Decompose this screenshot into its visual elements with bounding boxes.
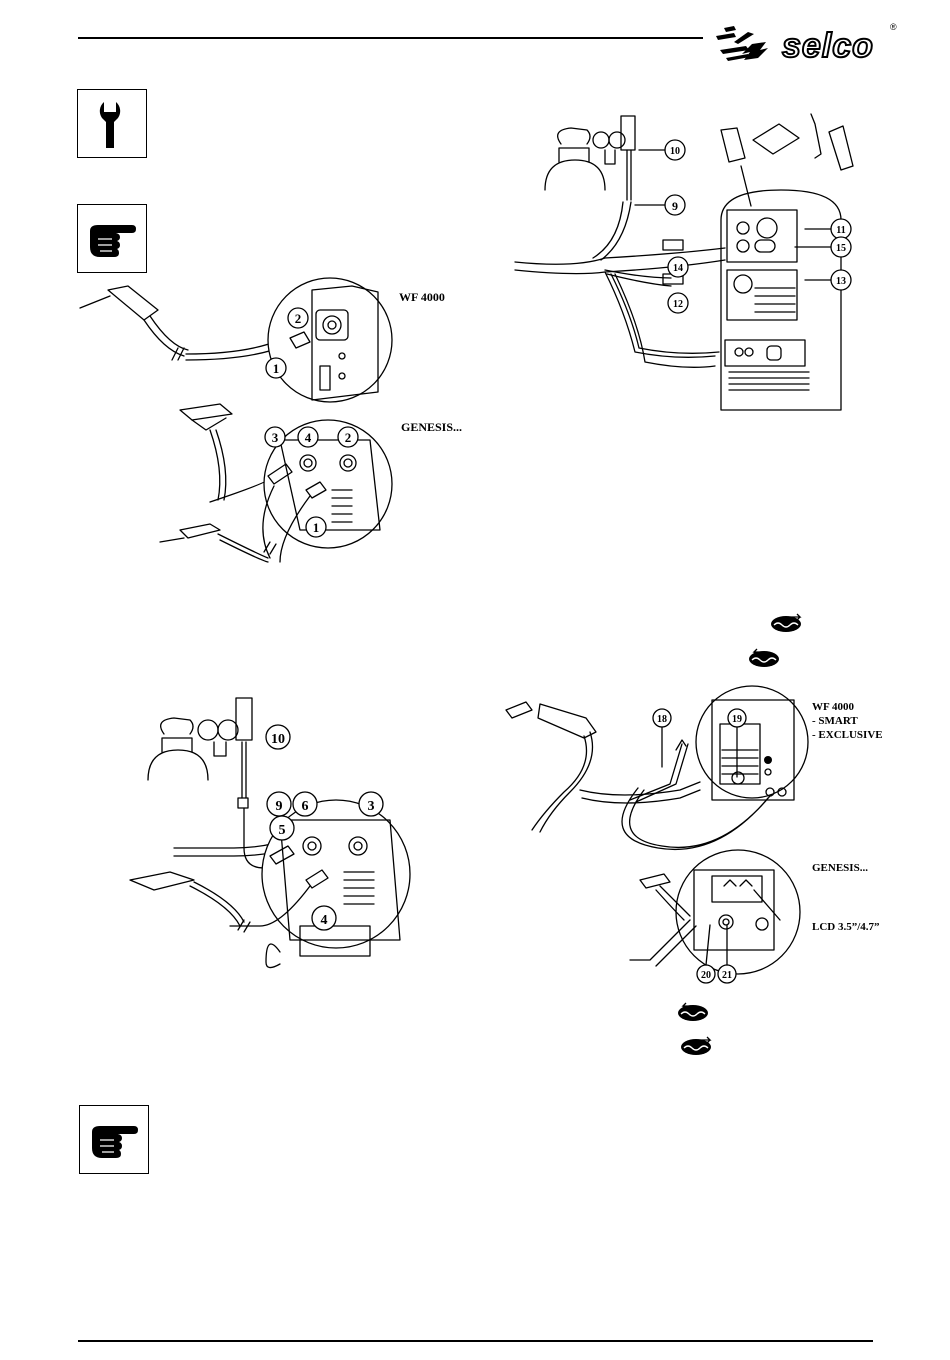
svg-text:6: 6 xyxy=(302,799,309,814)
brand-wordmark: selco xyxy=(782,26,874,66)
brand-logo: selco ® xyxy=(712,22,902,70)
callout-1: 1 xyxy=(266,358,286,378)
svg-text:2: 2 xyxy=(295,311,302,326)
svg-text:2: 2 xyxy=(345,430,352,445)
svg-text:10: 10 xyxy=(271,732,285,747)
callout-10: 10 xyxy=(665,140,685,160)
wf4000-label-2: WF 4000 xyxy=(812,700,854,714)
callout-13: 13 xyxy=(831,270,851,290)
svg-text:4: 4 xyxy=(321,913,328,928)
water-cooling-in-icon xyxy=(748,648,782,668)
callout-1b: 1 xyxy=(306,517,326,537)
svg-text:10: 10 xyxy=(670,146,680,157)
water-cooling-out-icon xyxy=(680,1036,714,1056)
svg-text:21: 21 xyxy=(722,970,732,981)
pointing-hand-icon xyxy=(78,205,146,272)
svg-text:12: 12 xyxy=(673,299,683,310)
note-hand-icon-box-2 xyxy=(79,1105,149,1174)
callout-3: 3 xyxy=(359,792,383,816)
callout-2: 2 xyxy=(288,308,308,328)
mig-gas-connection-diagram: 10 9 6 3 5 4 xyxy=(130,690,415,980)
callout-4: 4 xyxy=(298,427,318,447)
svg-text:20: 20 xyxy=(701,970,711,981)
callout-6: 6 xyxy=(293,792,317,816)
water-cooling-out-icon xyxy=(770,613,804,633)
note-hand-icon-box xyxy=(77,204,147,273)
wf4000-label: WF 4000 xyxy=(399,290,445,304)
callout-21: 21 xyxy=(718,965,736,983)
callout-19: 19 xyxy=(728,709,746,727)
callout-10: 10 xyxy=(266,725,290,749)
genesis-label: GENESIS... xyxy=(401,420,462,434)
svg-text:11: 11 xyxy=(836,225,845,236)
svg-text:15: 15 xyxy=(836,243,846,254)
registered-mark: ® xyxy=(890,22,897,32)
callout-12: 12 xyxy=(668,293,688,313)
callout-4: 4 xyxy=(312,906,336,930)
water-cooling-in-icon xyxy=(677,1002,711,1022)
header-rule xyxy=(78,37,703,39)
callout-11: 11 xyxy=(831,219,851,239)
callout-2b: 2 xyxy=(338,427,358,447)
footer-rule xyxy=(78,1340,873,1342)
genesis-label-2: GENESIS... xyxy=(812,861,868,875)
svg-text:9: 9 xyxy=(276,799,283,814)
pointing-hand-icon xyxy=(80,1106,148,1173)
smart-label: - SMART xyxy=(812,714,858,728)
figure-mma-connection: 1 2 3 4 2 1 xyxy=(80,280,410,580)
remote-connection-diagram: 10 9 11 15 14 13 12 xyxy=(515,110,870,410)
svg-text:5: 5 xyxy=(279,823,286,838)
wrench-icon-box xyxy=(77,89,147,158)
svg-text:13: 13 xyxy=(836,276,846,287)
svg-text:3: 3 xyxy=(272,430,279,445)
svg-text:14: 14 xyxy=(673,263,683,274)
wrench-icon xyxy=(78,90,146,157)
callout-15: 15 xyxy=(831,237,851,257)
torch-connection-diagram: 18 19 20 21 xyxy=(500,690,810,990)
svg-text:3: 3 xyxy=(368,799,375,814)
figure-mig-gas-connection: 10 9 6 3 5 4 xyxy=(130,690,415,980)
mma-connection-diagram: 1 2 3 4 2 1 xyxy=(80,280,410,580)
callout-20: 20 xyxy=(697,965,715,983)
callout-3: 3 xyxy=(265,427,285,447)
callout-14: 14 xyxy=(668,257,688,277)
lcd-label: LCD 3.5”/4.7” xyxy=(812,920,880,934)
svg-text:1: 1 xyxy=(313,520,320,535)
figure-torch-connection: 18 19 20 21 xyxy=(500,690,810,990)
svg-text:19: 19 xyxy=(732,714,742,725)
svg-text:4: 4 xyxy=(305,430,312,445)
svg-text:1: 1 xyxy=(273,361,280,376)
callout-18: 18 xyxy=(653,709,671,727)
callout-9: 9 xyxy=(267,792,291,816)
callout-5: 5 xyxy=(270,816,294,840)
svg-text:9: 9 xyxy=(672,199,678,213)
svg-text:18: 18 xyxy=(657,714,667,725)
callout-9: 9 xyxy=(665,195,685,215)
exclusive-label: - EXCLUSIVE xyxy=(812,728,883,742)
figure-remote-connection: 10 9 11 15 14 13 12 xyxy=(515,110,870,410)
